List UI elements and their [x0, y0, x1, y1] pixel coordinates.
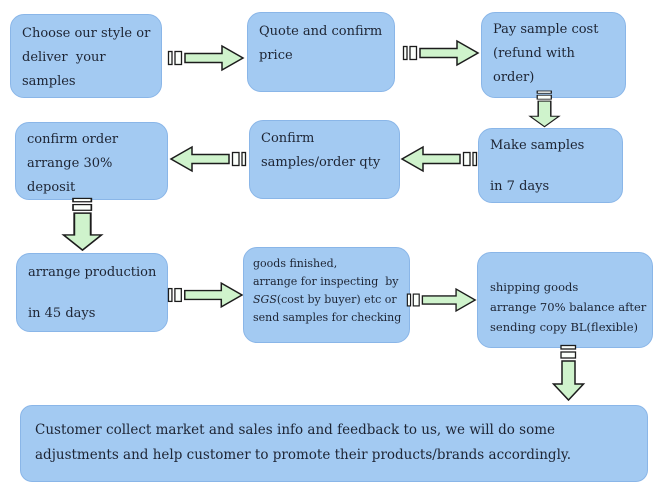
step-quote-price: Quote and confirm price: [247, 12, 395, 92]
step-make-samples: Make samples in 7 days: [478, 128, 623, 203]
step-text-line: order): [493, 70, 535, 85]
step-inspection: goods finished, arrange for inspecting b…: [243, 247, 410, 343]
step-customer-feedback: Customer collect market and sales info a…: [20, 405, 648, 482]
step-shipping-balance: shipping goods arrange 70% balance after…: [477, 252, 653, 348]
step-text-line: samples/order qty: [261, 155, 381, 170]
step-text-line: price: [259, 48, 293, 63]
step-text-line: arrange 70% balance after: [490, 300, 647, 314]
step-text-line: deliver your: [22, 50, 106, 65]
striped-left-arrow-icon: [169, 145, 247, 173]
striped-right-arrow-icon: [406, 287, 477, 313]
striped-down-arrow-icon: [551, 344, 586, 402]
step-text-line: Choose our style or: [22, 26, 151, 41]
step-text-line: in 7 days: [490, 179, 550, 194]
step-confirm-samples-qty: Confirm samples/order qty: [249, 120, 400, 199]
line-gap: [490, 158, 611, 175]
step-text-line: Customer collect market and sales info a…: [35, 422, 572, 463]
step-text-line: SGS(cost by buyer) etc or: [253, 291, 400, 309]
step-choose-style: Choose our style or deliver your samples: [10, 14, 162, 98]
step-text-line: samples: [22, 74, 76, 89]
step-text-line: arrange 30%: [27, 156, 113, 171]
step-text-line: shipping goods: [490, 280, 579, 294]
striped-left-arrow-icon: [400, 145, 478, 173]
striped-down-arrow-icon: [528, 90, 561, 128]
step-text-line: arrange for inspecting by: [253, 275, 399, 288]
step-text-line: Confirm: [261, 131, 315, 146]
step-pay-sample-cost: Pay sample cost (refund with order): [481, 12, 626, 98]
step-text-line: (refund with: [493, 46, 575, 61]
step-text-line: goods finished,: [253, 257, 338, 270]
step-text-line: sending copy BL(flexible): [490, 320, 639, 334]
striped-right-arrow-icon: [167, 281, 244, 309]
step-text-line: Make samples: [490, 138, 585, 153]
step-text-line: confirm order: [27, 132, 119, 147]
step-text-line: Quote and confirm: [259, 24, 383, 39]
sgs-label: SGS: [253, 293, 277, 306]
step-arrange-production: arrange production in 45 days: [16, 253, 168, 332]
step-text-line: Pay sample cost: [493, 22, 599, 37]
striped-right-arrow-icon: [402, 39, 480, 67]
line-gap: [28, 285, 156, 302]
step-text-line: arrange production: [28, 265, 157, 280]
step-text-fragment: (cost by buyer) etc or: [276, 293, 397, 306]
step-text-line: deposit: [27, 180, 76, 195]
striped-right-arrow-icon: [167, 44, 245, 72]
step-text-line: in 45 days: [28, 306, 96, 321]
striped-down-arrow-icon: [61, 197, 104, 252]
step-confirm-order-deposit: confirm order arrange 30% deposit: [15, 122, 168, 200]
step-text-line: send samples for checking: [253, 311, 402, 324]
